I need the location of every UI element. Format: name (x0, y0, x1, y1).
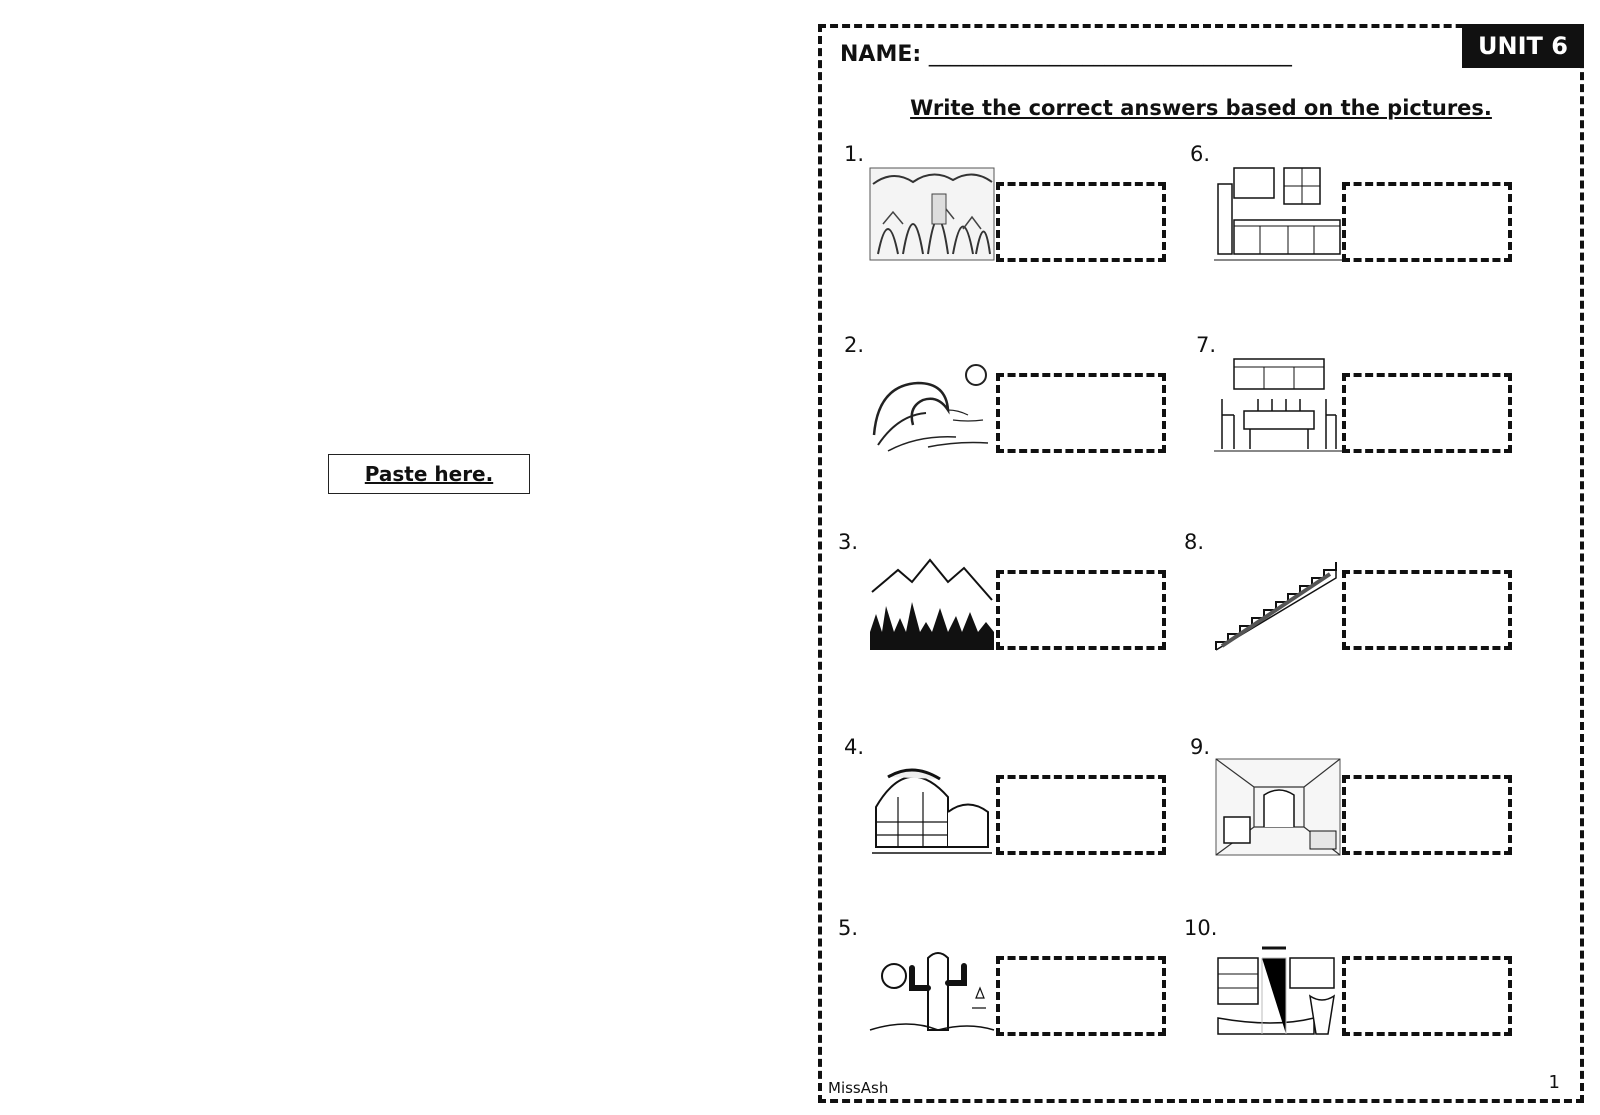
footer-brand: MissAsh (828, 1079, 889, 1097)
item-number: 5. (838, 916, 859, 940)
item-8: 8. (1184, 530, 1524, 660)
item-number: 6. (1190, 142, 1211, 166)
item-7: 7. (1190, 333, 1530, 463)
sea-wave-icon (868, 355, 996, 455)
unit-badge: UNIT 6 (1462, 24, 1584, 68)
item-5: 5. (838, 916, 1178, 1046)
worksheet: NAME: _________________________________ … (818, 24, 1584, 1103)
item-4: 4. (844, 735, 1184, 865)
answer-box-4[interactable] (996, 775, 1166, 855)
answer-box-8[interactable] (1342, 570, 1512, 650)
item-number: 2. (844, 333, 865, 357)
item-number: 8. (1184, 530, 1205, 554)
kitchen-icon (1214, 164, 1342, 264)
answer-box-7[interactable] (1342, 373, 1512, 453)
answer-box-1[interactable] (996, 182, 1166, 262)
item-6: 6. (1190, 142, 1530, 272)
answer-box-10[interactable] (1342, 956, 1512, 1036)
bathroom-icon (1214, 938, 1342, 1038)
item-number: 9. (1190, 735, 1211, 759)
item-number: 3. (838, 530, 859, 554)
page-number: 1 (1548, 1072, 1560, 1093)
paste-here-label: Paste here. (364, 462, 494, 486)
jungle-icon (868, 164, 996, 264)
stairs-icon (1214, 552, 1342, 652)
item-number: 4. (844, 735, 865, 759)
name-row: NAME: _________________________________ (840, 42, 1292, 67)
name-blank[interactable]: _________________________________ (928, 42, 1292, 67)
instructions: Write the correct answers based on the p… (910, 96, 1492, 120)
item-3: 3. (838, 530, 1178, 660)
item-2: 2. (844, 333, 1184, 463)
living-room-icon (1214, 757, 1342, 857)
answer-box-5[interactable] (996, 956, 1166, 1036)
item-number: 10. (1184, 916, 1218, 940)
answer-box-3[interactable] (996, 570, 1166, 650)
paste-here-box: Paste here. (328, 454, 530, 494)
item-number: 1. (844, 142, 865, 166)
answer-box-9[interactable] (1342, 775, 1512, 855)
name-label: NAME: (840, 42, 922, 67)
item-9: 9. (1190, 735, 1530, 865)
item-number: 7. (1196, 333, 1217, 357)
dining-room-icon (1214, 355, 1342, 455)
desert-cactus-icon (868, 938, 996, 1038)
answer-box-2[interactable] (996, 373, 1166, 453)
answer-box-6[interactable] (1342, 182, 1512, 262)
igloo-icon (868, 757, 996, 857)
mountains-forest-icon (868, 552, 996, 652)
item-1: 1. (844, 142, 1184, 272)
item-10: 10. (1184, 916, 1524, 1046)
